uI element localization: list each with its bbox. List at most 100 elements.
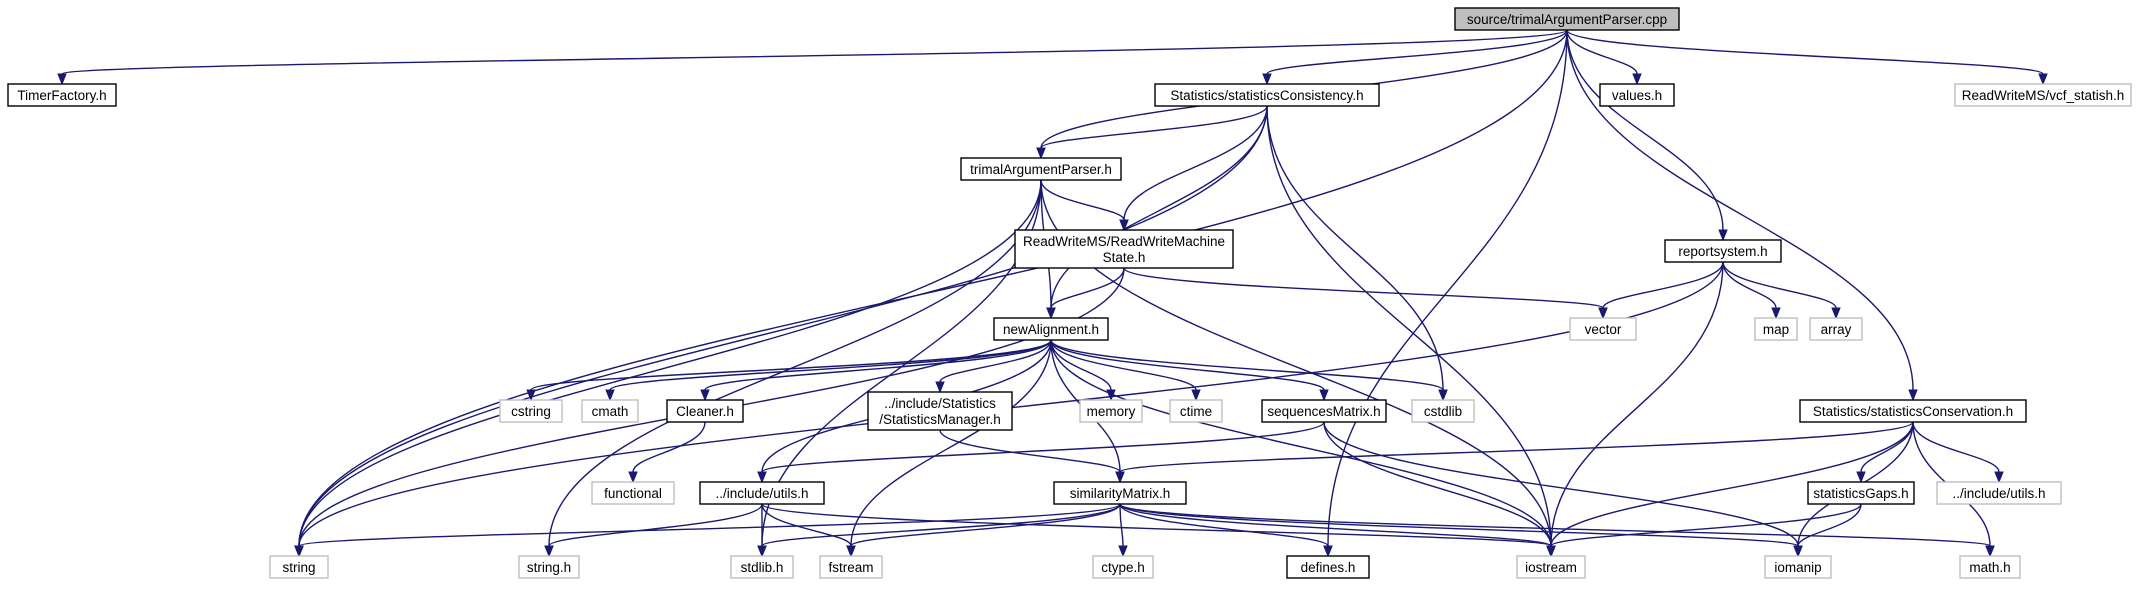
- node-box: [819, 555, 883, 579]
- edge-cleaner-to-functional: [628, 421, 706, 484]
- node-label: ctype.h: [1101, 560, 1145, 575]
- node-trimalargumentparser-h[interactable]: trimalArgumentParser.h: [960, 157, 1122, 181]
- node-box: [1569, 317, 1637, 341]
- node-string: string: [269, 555, 329, 579]
- node-label: string: [282, 560, 315, 575]
- node-label: stdlib.h: [741, 560, 784, 575]
- node-box: [960, 157, 1122, 181]
- node-label: array: [1821, 322, 1852, 337]
- node-label: iostream: [1525, 560, 1577, 575]
- edge-statgaps-to-iomanip: [1793, 503, 1862, 558]
- node-cstdlib: cstdlib: [1411, 399, 1475, 423]
- graph-edges: [57, 29, 2048, 558]
- node-fstream: fstream: [819, 555, 883, 579]
- node-sequencesmatrix-h[interactable]: sequencesMatrix.h: [1261, 399, 1387, 423]
- node-statisticsgaps-h[interactable]: statisticsGaps.h: [1807, 481, 1915, 505]
- node-box: [699, 481, 825, 505]
- node-ctype-h: ctype.h: [1092, 555, 1154, 579]
- node-label: State.h: [1103, 250, 1146, 265]
- edge-root-to-statconsv: [1566, 29, 1918, 402]
- node-label: source/trimalArgumentParser.cpp: [1467, 12, 1667, 27]
- node-box: [1169, 399, 1223, 423]
- node-label: string.h: [527, 560, 571, 575]
- edge-seqmat-to-utils: [757, 421, 1325, 484]
- node-label: similarityMatrix.h: [1070, 486, 1171, 501]
- node-label: values.h: [1612, 88, 1662, 103]
- node-values-h[interactable]: values.h: [1599, 83, 1675, 107]
- node-iostream: iostream: [1516, 555, 1586, 579]
- node-stdlib-h: stdlib.h: [730, 555, 794, 579]
- node-readwritems-vcf-statish-h: ReadWriteMS/vcf_statish.h: [1954, 83, 2132, 107]
- node-string-h: string.h: [518, 555, 580, 579]
- node-label: ctime: [1180, 404, 1212, 419]
- edge-root-to-report: [1566, 29, 1728, 242]
- node-box: [518, 555, 580, 579]
- node-memory: memory: [1079, 399, 1143, 423]
- node-label: fstream: [828, 560, 873, 575]
- node-box: [7, 83, 117, 107]
- node-label: ReadWriteMS/vcf_statish.h: [1962, 88, 2125, 103]
- node-cleaner-h[interactable]: Cleaner.h: [666, 399, 744, 423]
- node-label: newAlignment.h: [1003, 322, 1099, 337]
- edge-statcons-to-tap: [1036, 105, 1268, 160]
- node-include-utils-h[interactable]: ../include/utils.h: [699, 481, 825, 505]
- node-box: [1079, 399, 1143, 423]
- node-similaritymatrix-h[interactable]: similarityMatrix.h: [1053, 481, 1187, 505]
- node-box: [499, 399, 563, 423]
- edge-newaln-to-cleaner: [700, 339, 1052, 402]
- node-box: [1936, 481, 2062, 505]
- node-box: [730, 555, 794, 579]
- node-box: [1014, 229, 1234, 269]
- edge-simmat-to-string: [294, 503, 1121, 558]
- node-box: [1754, 317, 1798, 341]
- edge-rwms-to-vector: [1123, 267, 1608, 320]
- edge-root-to-values: [1566, 29, 1642, 86]
- node-label: functional: [604, 486, 662, 501]
- edge-newaln-to-statmgr: [935, 339, 1052, 394]
- edge-root-to-vcf: [1566, 29, 2048, 86]
- node-label: Cleaner.h: [676, 404, 734, 419]
- node-box: [666, 399, 744, 423]
- node-label: reportsystem.h: [1678, 244, 1767, 259]
- edge-report-to-vector: [1598, 261, 1724, 320]
- node-box: [993, 317, 1109, 341]
- node-statistics-statisticsconsistency-h[interactable]: Statistics/statisticsConsistency.h: [1154, 83, 1380, 107]
- node-cstring: cstring: [499, 399, 563, 423]
- edge-newaln-to-seqmat: [1050, 339, 1329, 402]
- edge-report-to-iostream: [1546, 261, 1724, 558]
- node-box: [1959, 555, 2021, 579]
- node-box: [1411, 399, 1475, 423]
- node-source-trimalargumentparser-cpp[interactable]: source/trimalArgumentParser.cpp: [1454, 7, 1680, 31]
- node-label: TimerFactory.h: [17, 88, 106, 103]
- node-label: trimalArgumentParser.h: [970, 162, 1112, 177]
- node-timerfactory-h[interactable]: TimerFactory.h: [7, 83, 117, 107]
- node-label: cstdlib: [1424, 404, 1462, 419]
- node-label: iomanip: [1774, 560, 1821, 575]
- node-reportsystem-h[interactable]: reportsystem.h: [1664, 239, 1782, 263]
- node-box: [1807, 481, 1915, 505]
- edge-statconsv-to-utils2: [1912, 421, 2004, 484]
- edge-seqmat-to-iostream: [1323, 421, 1556, 558]
- edge-simmat-to-defines: [1119, 503, 1333, 558]
- node-statistics-statisticsconservation-h[interactable]: Statistics/statisticsConservation.h: [1799, 399, 2027, 423]
- node-iomanip: iomanip: [1764, 555, 1832, 579]
- edge-statcons-to-iostream: [1266, 105, 1556, 558]
- edge-utils-to-stringh: [544, 503, 763, 558]
- node-label: cstring: [511, 404, 551, 419]
- edge-report-to-map: [1722, 261, 1781, 320]
- edge-newaln-to-ctime: [1050, 339, 1201, 402]
- edge-tap-to-rwms: [1040, 179, 1129, 232]
- node-defines-h[interactable]: defines.h: [1286, 555, 1370, 579]
- node-box: [867, 391, 1013, 431]
- graph-nodes: source/trimalArgumentParser.cppTimerFact…: [7, 7, 2132, 579]
- node-label: sequencesMatrix.h: [1267, 404, 1380, 419]
- node-box: [269, 555, 329, 579]
- node-box: [1454, 7, 1680, 31]
- node-label: map: [1763, 322, 1789, 337]
- edge-statcons-to-newaln: [1046, 105, 1268, 320]
- node-newalignment-h[interactable]: newAlignment.h: [993, 317, 1109, 341]
- node-include-statistics-statisticsmanager-h[interactable]: ../include/Statistics/StatisticsManager.…: [867, 391, 1013, 431]
- node-label: memory: [1087, 404, 1136, 419]
